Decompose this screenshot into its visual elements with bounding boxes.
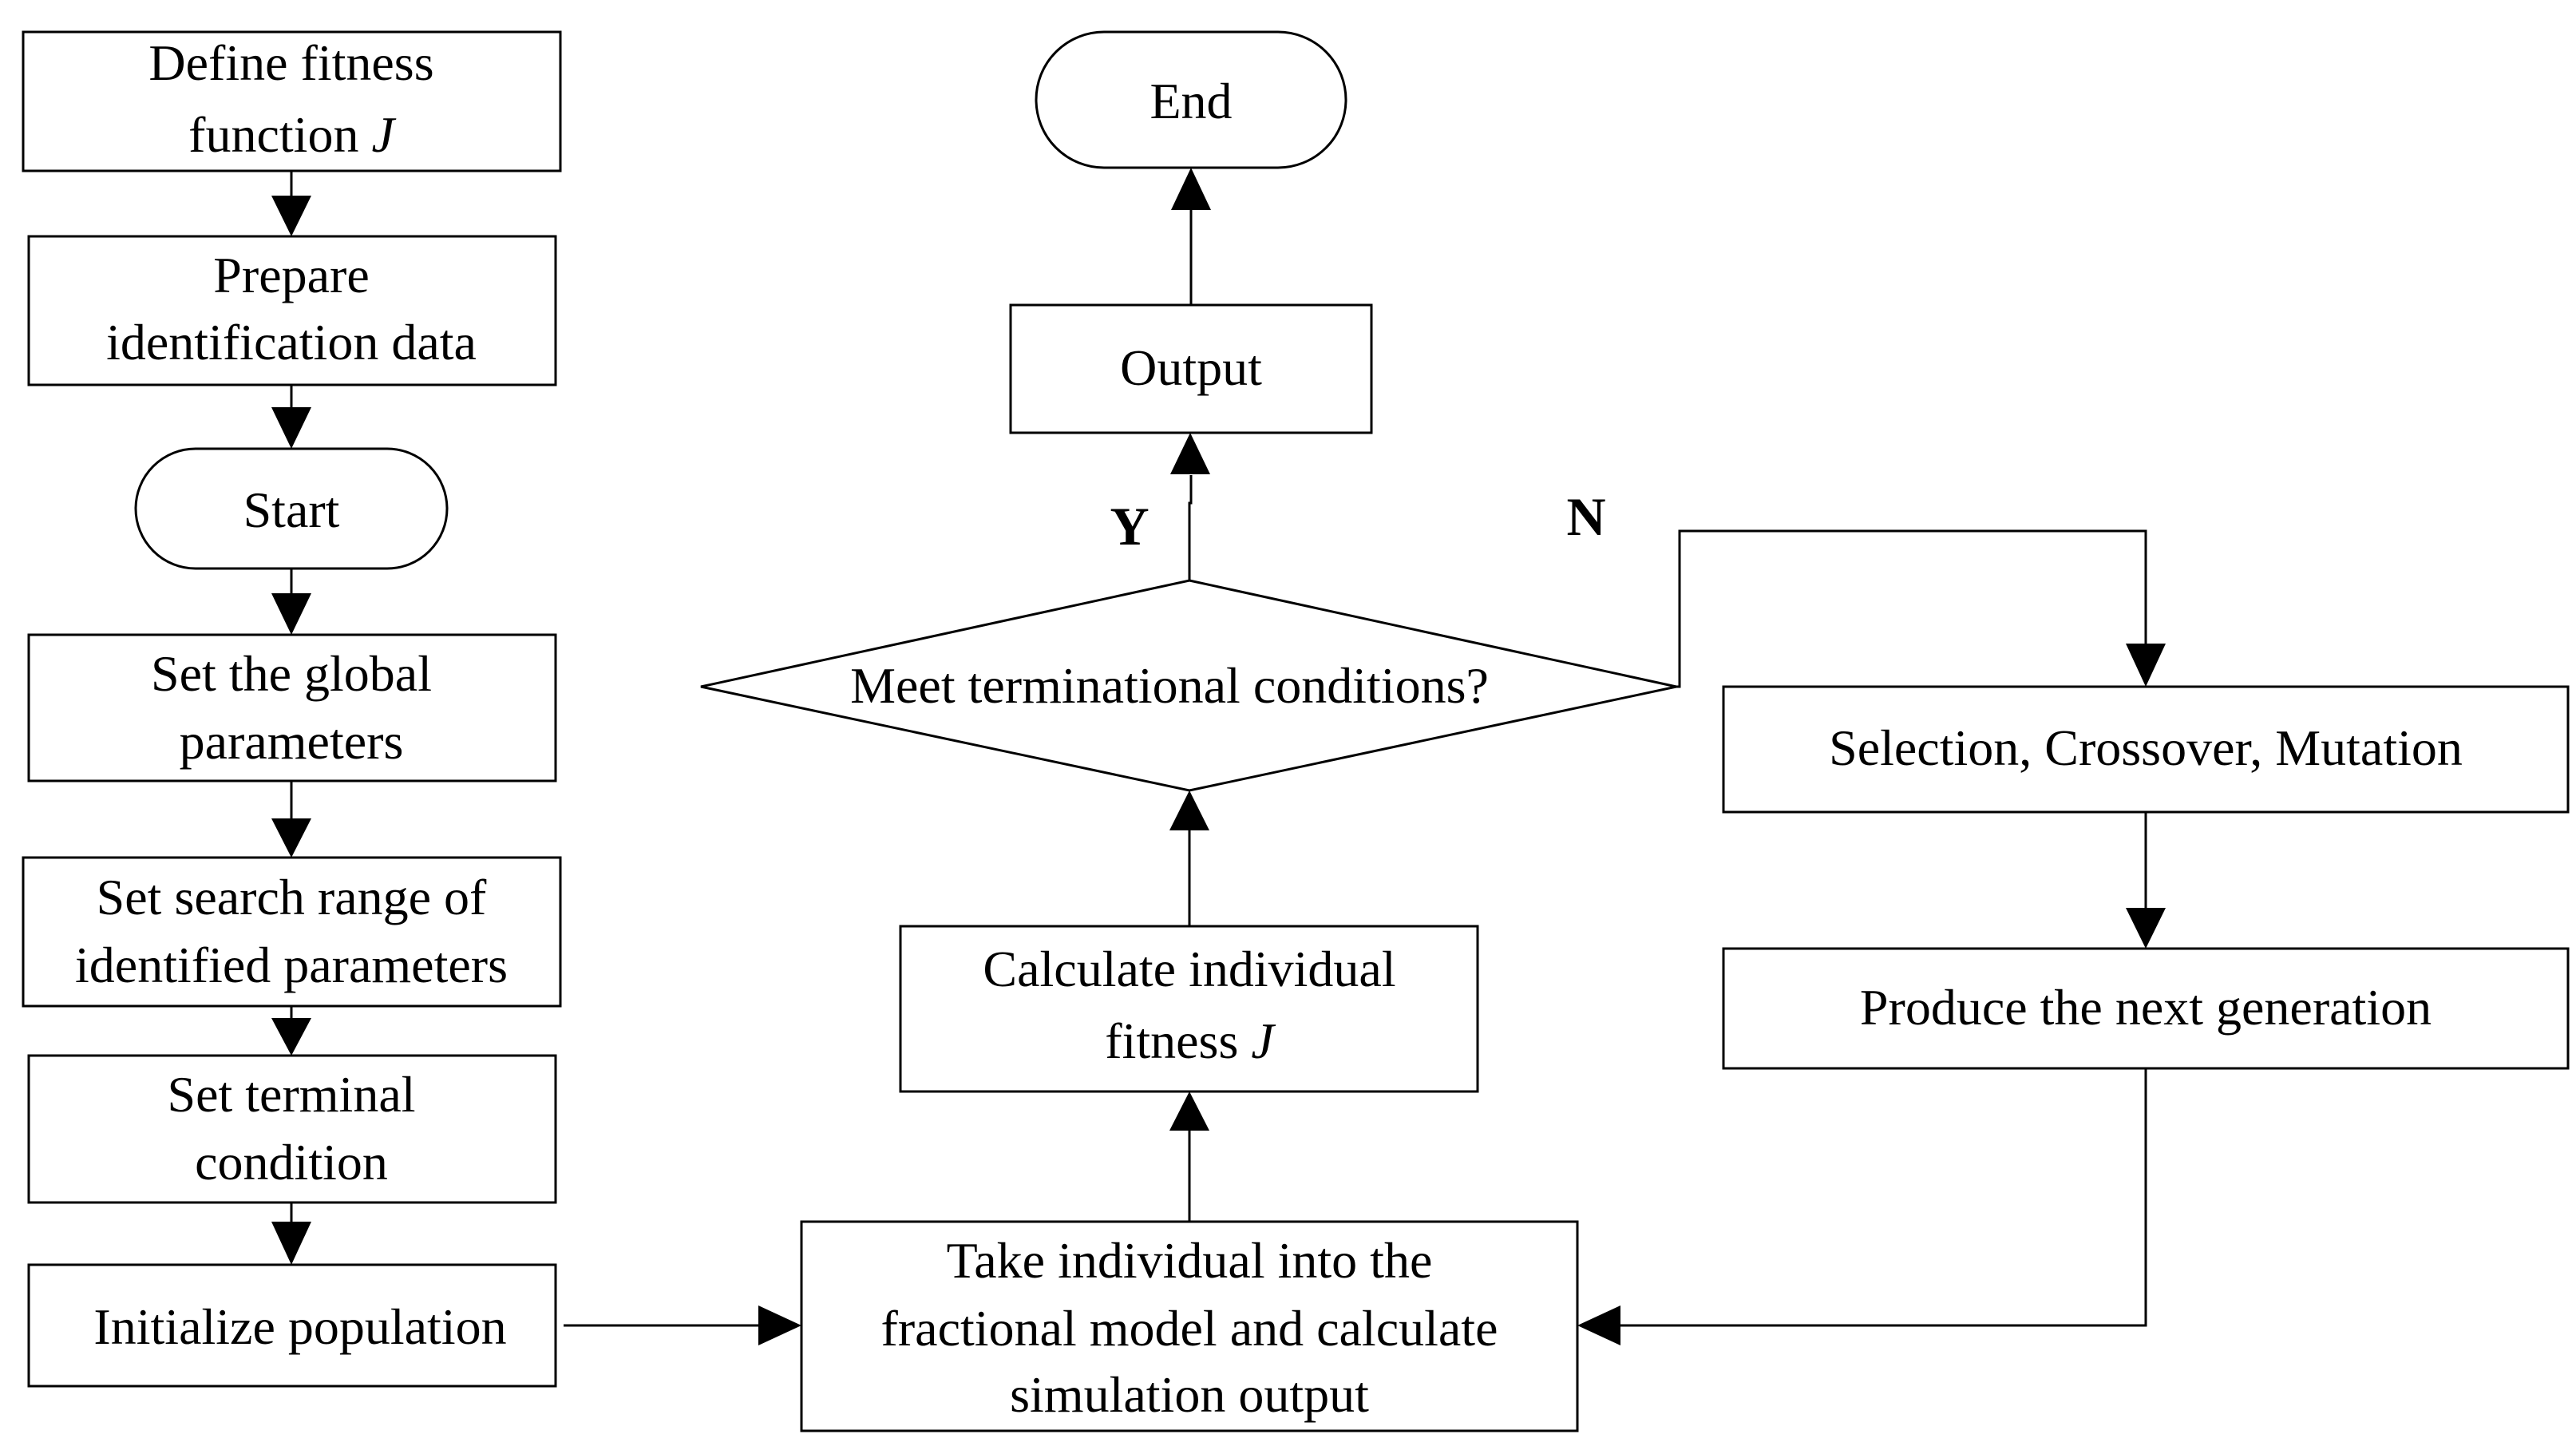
node-prepare-data: Prepare identification data — [27, 235, 557, 386]
node-search-range: Set search range of identified parameter… — [22, 856, 562, 1008]
arrow-terminal-to-init — [271, 1202, 311, 1265]
node-terminal-condition: Set terminal condition — [27, 1054, 557, 1204]
define-fitness-line2: function J — [188, 106, 396, 163]
take-individual-line1: Take individual into the — [947, 1232, 1433, 1289]
next-generation-label: Produce the next generation — [1860, 979, 2432, 1036]
node-define-fitness: Define fitness function J — [22, 30, 562, 172]
genetic-ops-label: Selection, Crossover, Mutation — [1829, 719, 2463, 776]
arrow-init-to-take — [564, 1305, 801, 1345]
take-individual-line2: fractional model and calculate — [881, 1300, 1498, 1357]
prepare-data-line2: identification data — [106, 314, 477, 370]
arrow-global-to-search — [271, 781, 311, 858]
node-output: Output — [1009, 303, 1373, 434]
define-fitness-line1: Define fitness — [148, 34, 433, 91]
output-label: Output — [1120, 339, 1262, 396]
terminal-condition-line2: condition — [195, 1134, 388, 1191]
start-label: Start — [243, 481, 340, 538]
calc-fitness-line1: Calculate individual — [983, 941, 1395, 997]
arrow-genetic-to-next — [2126, 812, 2166, 949]
node-decision: Meet terminational conditions? — [700, 579, 1677, 792]
global-params-line1: Set the global — [151, 645, 432, 702]
arrow-start-to-global — [271, 569, 311, 635]
node-next-generation: Produce the next generation — [1722, 947, 2570, 1070]
terminal-condition-line1: Set terminal — [167, 1066, 415, 1123]
decision-label: Meet terminational conditions? — [850, 657, 1489, 714]
search-range-line1: Set search range of — [97, 869, 487, 925]
take-individual-line3: simulation output — [1010, 1366, 1369, 1423]
init-population-label: Initialize population — [93, 1298, 506, 1355]
arrow-prepare-to-start — [271, 385, 311, 449]
arrow-next-to-take — [1577, 1068, 2147, 1345]
prepare-data-line1: Prepare — [213, 247, 369, 303]
search-range-line2: identified parameters — [75, 937, 508, 993]
global-params-line2: parameters — [180, 713, 404, 770]
node-global-params: Set the global parameters — [27, 633, 557, 782]
calc-fitness-line2: fitness J — [1105, 1012, 1276, 1069]
arrow-define-to-prepare — [271, 171, 311, 236]
node-end: End — [1035, 30, 1347, 169]
arrow-output-to-end — [1171, 168, 1211, 305]
node-take-individual: Take individual into the fractional mode… — [800, 1220, 1579, 1432]
no-label: N — [1566, 486, 1605, 547]
node-start: Start — [134, 447, 449, 570]
arrow-decision-to-output — [1170, 433, 1210, 580]
node-calc-fitness: Calculate individual fitness J — [899, 925, 1479, 1093]
arrow-search-to-terminal — [271, 1006, 311, 1056]
arrow-take-to-calc — [1169, 1091, 1209, 1222]
arrow-decision-to-genetic — [1676, 529, 2166, 688]
yes-label: Y — [1110, 496, 1149, 557]
node-init-population: Initialize population — [27, 1263, 557, 1388]
end-label: End — [1150, 73, 1232, 129]
node-genetic-ops: Selection, Crossover, Mutation — [1722, 685, 2570, 814]
arrow-calc-to-decision — [1169, 790, 1209, 926]
